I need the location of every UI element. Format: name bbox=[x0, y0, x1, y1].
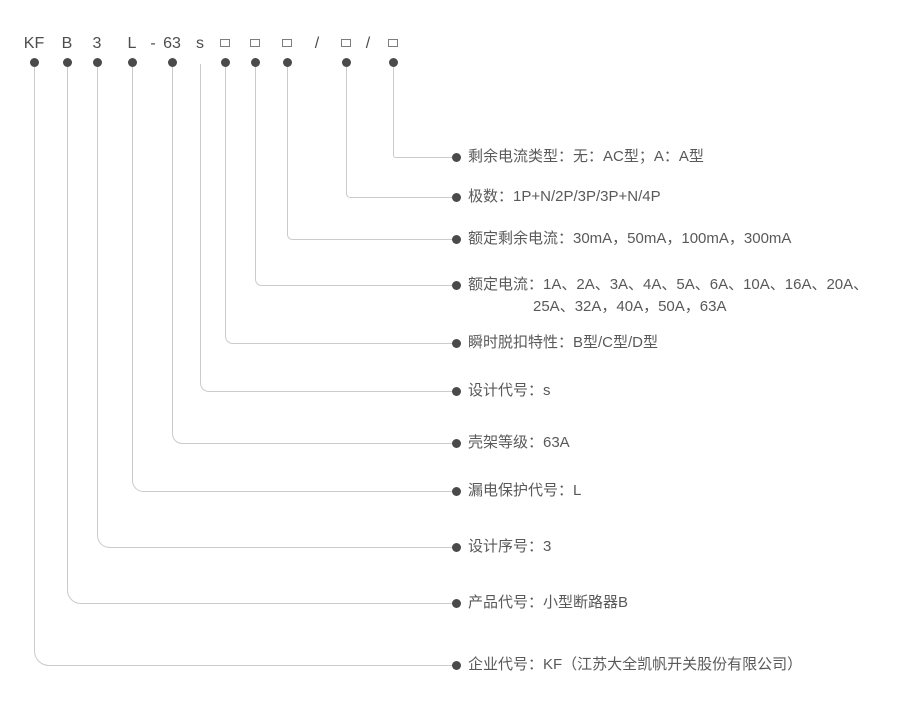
label-text: 剩余电流类型：无：AC型；A：A型 bbox=[468, 146, 704, 168]
code-symbol-l: L bbox=[127, 35, 137, 52]
connector-dot-icon bbox=[167, 58, 177, 67]
connector-line bbox=[393, 64, 457, 158]
label-line-1: 剩余电流类型：无：AC型；A：A型 bbox=[468, 148, 704, 165]
code-separator: - bbox=[150, 35, 156, 52]
label-text: 额定剩余电流：30mA，50mA，100mA，300mA bbox=[468, 228, 791, 250]
label-bullet-icon bbox=[451, 192, 461, 202]
code-symbol-placeholder-square bbox=[220, 39, 230, 47]
label-line-1: 极数：1P+N/2P/3P/3P+N/4P bbox=[468, 188, 661, 205]
connector-dot-icon bbox=[388, 58, 398, 67]
code-separator: / bbox=[314, 35, 320, 52]
connector-dot-icon bbox=[29, 58, 39, 67]
connector-dot-icon bbox=[220, 58, 230, 67]
connector-dot-icon bbox=[92, 58, 102, 67]
label-bullet-icon bbox=[451, 234, 461, 244]
code-symbol-placeholder-square bbox=[282, 39, 292, 47]
label-bullet-icon bbox=[451, 438, 461, 448]
label-text: 设计序号：3 bbox=[468, 536, 551, 558]
label-line-1: 企业代号：KF（江苏大全凯帆开关股份有限公司） bbox=[468, 656, 803, 673]
connector-line bbox=[172, 64, 457, 444]
label-text: 漏电保护代号：L bbox=[468, 480, 581, 502]
label-text: 设计代号：s bbox=[468, 380, 551, 402]
label-text: 极数：1P+N/2P/3P/3P+N/4P bbox=[468, 186, 661, 208]
label-bullet-icon bbox=[451, 486, 461, 496]
label-line-1: 漏电保护代号：L bbox=[468, 482, 582, 499]
connector-dot-icon bbox=[127, 58, 137, 67]
label-line-1: 产品代号：小型断路器B bbox=[468, 594, 629, 611]
code-symbol-kf: KF bbox=[23, 35, 45, 52]
code-symbol-placeholder-square bbox=[341, 39, 351, 47]
connector-line bbox=[287, 64, 457, 240]
code-symbol-3: 3 bbox=[92, 35, 102, 52]
label-line-1: 瞬时脱扣特性：B型/C型/D型 bbox=[468, 334, 659, 351]
label-bullet-icon bbox=[451, 660, 461, 670]
code-symbol-s: s bbox=[196, 35, 204, 52]
connector-dot-icon bbox=[282, 58, 292, 67]
label-line-1: 设计代号：s bbox=[468, 382, 551, 399]
connector-line bbox=[34, 64, 457, 666]
label-text: 产品代号：小型断路器B bbox=[468, 592, 628, 614]
code-symbol-placeholder-square bbox=[250, 39, 260, 47]
connector-line bbox=[255, 64, 457, 286]
label-line-1: 额定剩余电流：30mA，50mA，100mA，300mA bbox=[468, 230, 792, 247]
label-line-2: 25A、32A，40A，50A，63A bbox=[533, 298, 727, 315]
code-separator: / bbox=[365, 35, 371, 52]
label-bullet-icon bbox=[451, 386, 461, 396]
code-symbol-b: B bbox=[61, 35, 73, 52]
code-symbol-placeholder-square bbox=[388, 39, 398, 47]
connector-line bbox=[132, 64, 457, 492]
connector-dot-icon bbox=[341, 58, 351, 67]
label-bullet-icon bbox=[451, 152, 461, 162]
connector-dot-icon bbox=[62, 58, 72, 67]
connector-line bbox=[67, 64, 457, 604]
label-bullet-icon bbox=[451, 598, 461, 608]
label-bullet-icon bbox=[451, 280, 461, 290]
connector-line bbox=[97, 64, 457, 548]
label-line-1: 壳架等级：63A bbox=[468, 434, 570, 451]
label-text: 企业代号：KF（江苏大全凯帆开关股份有限公司） bbox=[468, 654, 802, 676]
label-line-1: 额定电流：1A、2A、3A、4A、5A、6A、10A、16A、20A、 bbox=[468, 276, 869, 293]
connector-line bbox=[346, 64, 457, 198]
connector-dot-icon bbox=[250, 58, 260, 67]
label-bullet-icon bbox=[451, 338, 461, 348]
label-text: 壳架等级：63A bbox=[468, 432, 570, 454]
label-text: 瞬时脱扣特性：B型/C型/D型 bbox=[468, 332, 658, 354]
code-symbol-63: 63 bbox=[163, 35, 181, 52]
label-line-1: 设计序号：3 bbox=[468, 538, 552, 555]
connector-line bbox=[225, 64, 457, 344]
label-text: 额定电流：1A、2A、3A、4A、5A、6A、10A、16A、20A、 25A、3… bbox=[468, 274, 868, 318]
connector-line bbox=[200, 64, 457, 392]
label-bullet-icon bbox=[451, 542, 461, 552]
